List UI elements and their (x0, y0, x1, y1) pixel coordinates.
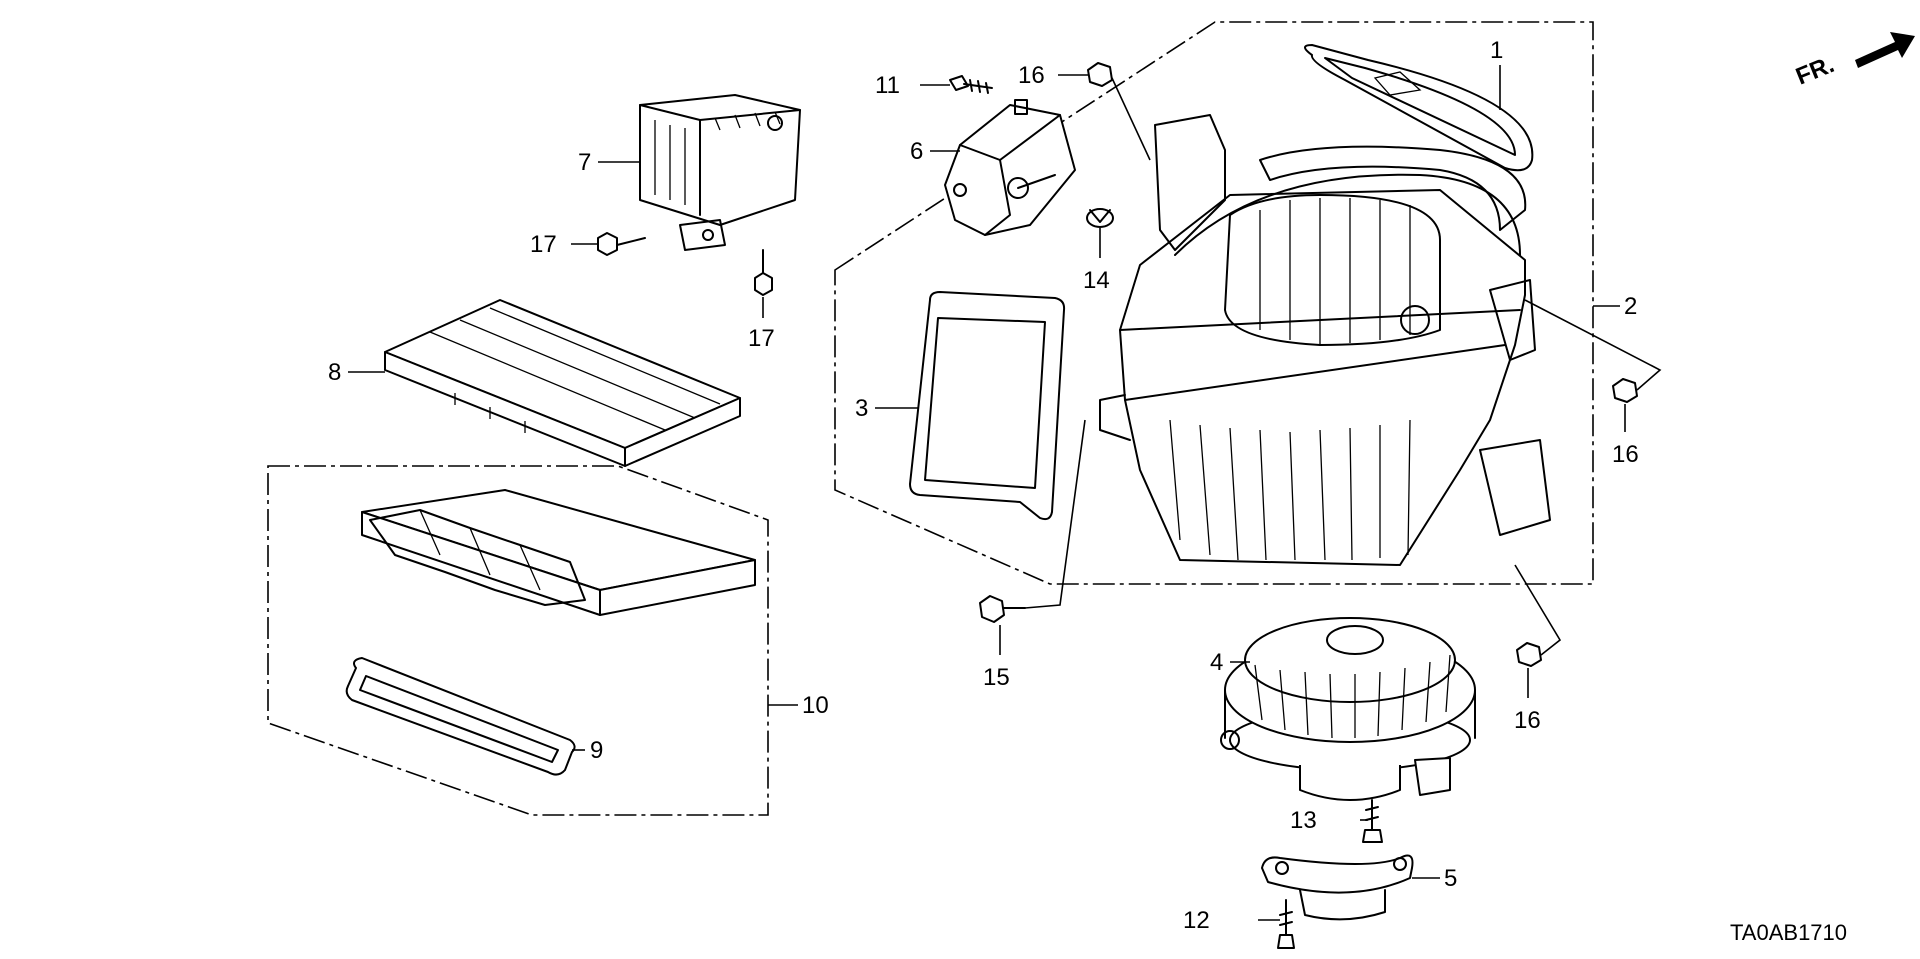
air-filter-part-8 (384, 299, 741, 467)
blower-motor-part-4 (1220, 617, 1476, 801)
nut-part-16-bottom (1516, 642, 1542, 667)
callout-17-left: 17 (530, 231, 557, 258)
callout-12: 12 (1183, 907, 1210, 934)
nut-part-16-right (1612, 378, 1638, 403)
callout-16-right: 16 (1612, 441, 1639, 468)
gasket-part-1 (1304, 44, 1534, 172)
screw-part-17-left (597, 232, 646, 256)
callout-3: 3 (855, 395, 868, 422)
nut-part-16-top (1087, 62, 1113, 87)
actuator-part-6 (944, 99, 1076, 236)
callout-16-top: 16 (1018, 62, 1045, 89)
callout-5: 5 (1444, 865, 1457, 892)
callout-6: 6 (910, 138, 923, 165)
callout-4: 4 (1210, 649, 1223, 676)
filter-case-part-10 (361, 489, 756, 616)
callout-13: 13 (1290, 807, 1317, 834)
control-module-part-7 (639, 94, 801, 251)
callout-8: 8 (328, 359, 341, 386)
screw-part-11 (949, 75, 993, 94)
seal-frame-part-3 (909, 291, 1066, 521)
blower-assembly-group-outline (834, 21, 1594, 585)
callout-15: 15 (983, 664, 1010, 691)
bolt-part-15 (979, 595, 1026, 623)
blower-housing-part-2 (1099, 114, 1551, 566)
screw-part-13 (1362, 799, 1383, 843)
callout-7: 7 (578, 149, 591, 176)
front-arrow-icon (1855, 32, 1915, 68)
diagram-code: TA0AB1710 (1730, 920, 1847, 945)
leader-lines (348, 65, 1662, 921)
callout-16-bottom: 16 (1514, 707, 1541, 734)
front-indicator: FR. (1792, 51, 1838, 91)
screw-part-17-bottom (754, 249, 773, 296)
clip-part-14 (1086, 208, 1114, 228)
gasket-part-9 (345, 657, 576, 776)
callout-17-bottom: 17 (748, 325, 775, 352)
filter-case-group-outline (267, 465, 769, 816)
callout-11: 11 (875, 72, 900, 99)
screw-part-12 (1277, 899, 1295, 949)
callout-10: 10 (802, 692, 829, 719)
callout-14: 14 (1083, 267, 1110, 294)
callout-1: 1 (1490, 37, 1503, 64)
bracket-part-5 (1261, 854, 1414, 921)
callout-2: 2 (1624, 293, 1637, 320)
callout-9: 9 (590, 737, 603, 764)
